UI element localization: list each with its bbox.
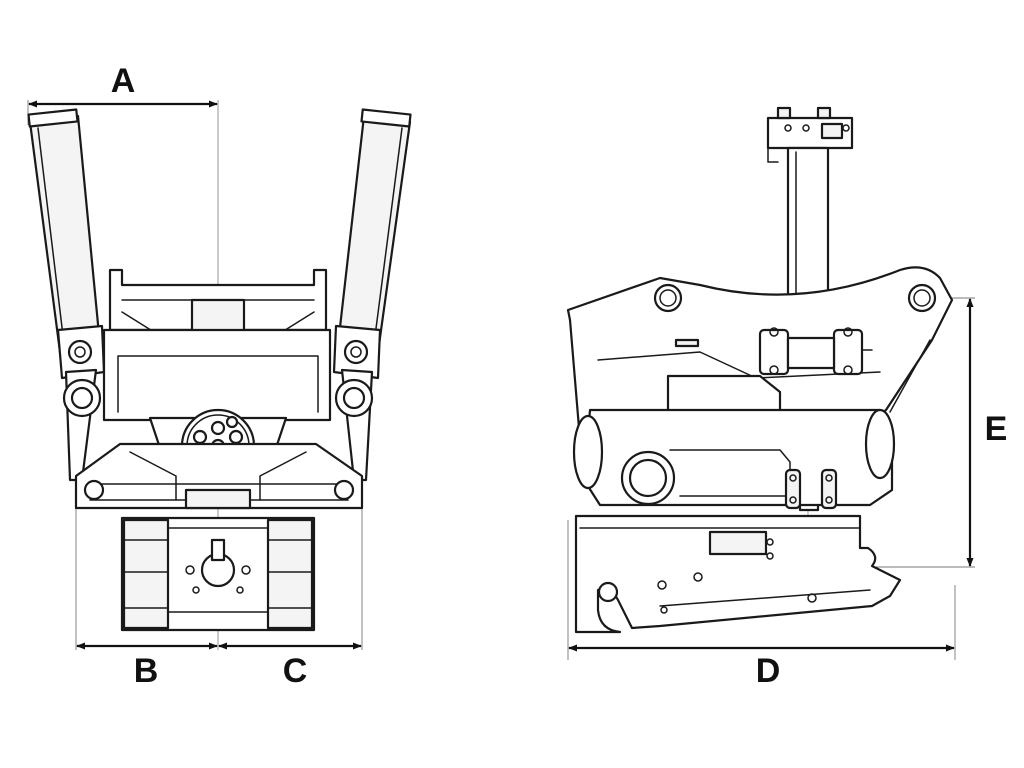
dimension-b: B <box>76 642 218 690</box>
front-view: A B C <box>27 62 412 690</box>
dimension-d: D <box>568 644 955 690</box>
dimension-a-label: A <box>111 62 136 100</box>
side-view: D E <box>566 106 1008 690</box>
front-upper-body <box>102 268 332 450</box>
dimension-e-label: E <box>985 410 1008 448</box>
dimension-c-label: C <box>283 652 308 690</box>
side-valve-block <box>766 106 854 163</box>
dimension-a: A <box>28 62 218 108</box>
front-quick-coupler <box>120 516 316 632</box>
side-rotator-housing <box>572 374 896 510</box>
dimension-e: E <box>966 298 1008 567</box>
side-coupler-plate <box>574 514 902 634</box>
front-right-cylinder <box>332 108 412 482</box>
front-lower-frame <box>74 442 364 510</box>
front-left-cylinder <box>27 108 106 482</box>
dimension-b-label: B <box>134 652 159 690</box>
side-cylinder-clamps <box>758 327 873 376</box>
dimension-c: C <box>218 642 362 690</box>
dimension-d-label: D <box>756 652 781 690</box>
